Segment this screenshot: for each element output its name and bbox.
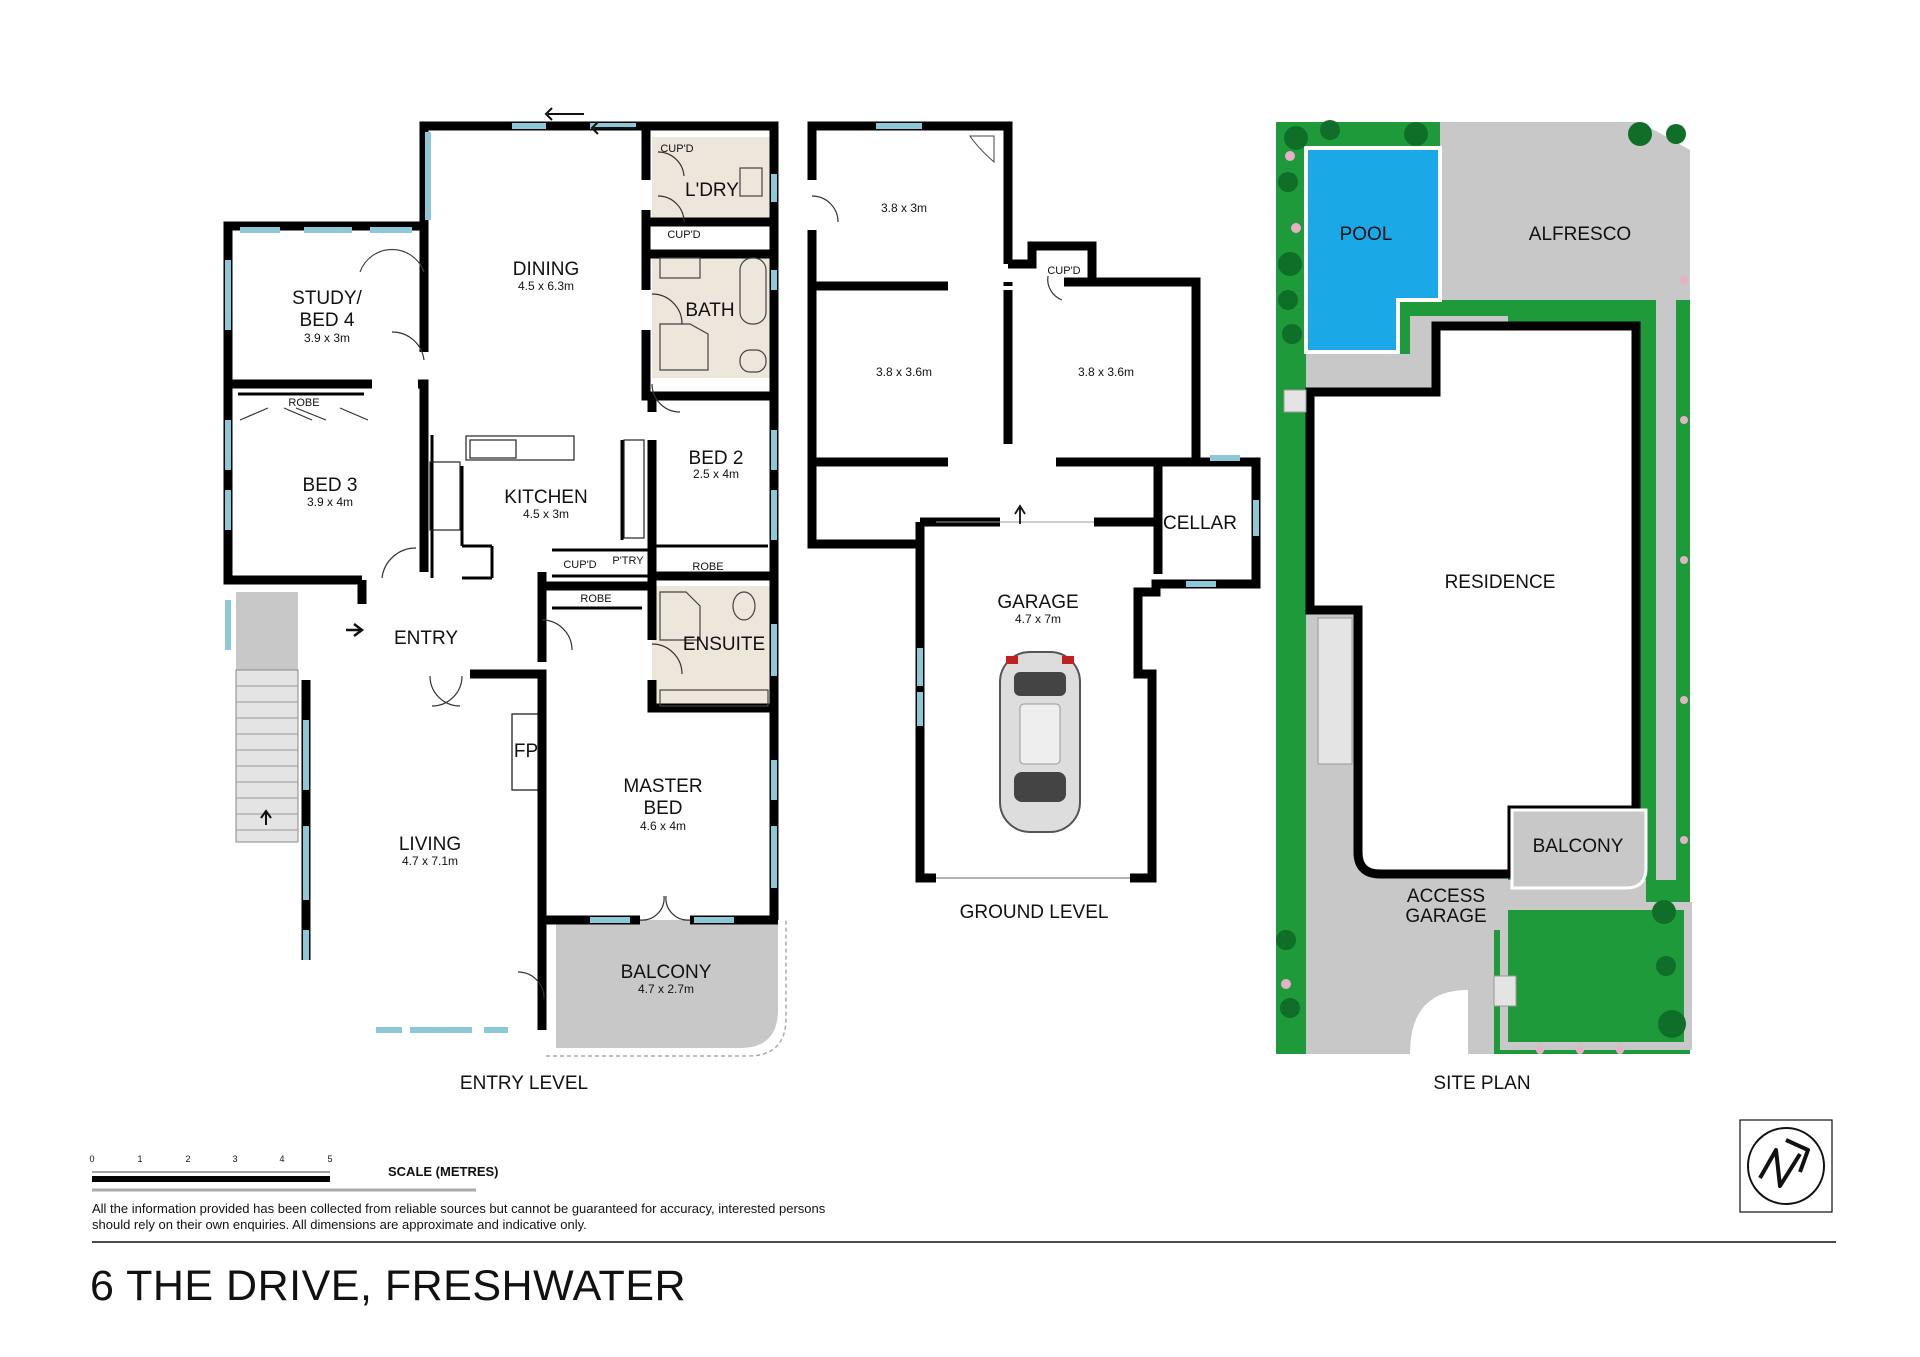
garden-shrubs (1276, 120, 1686, 1038)
lawn-steps (1493, 975, 1517, 1007)
entry-label: ENTRY (394, 628, 458, 649)
site-steps (1283, 389, 1307, 413)
pool-surround (1306, 354, 1426, 390)
slide-left-arrow-icon (544, 107, 584, 121)
ground-level-plan: 3.8 x 3m 3.8 x 3.6m 3.8 x 3.6m CUP'D CEL… (807, 121, 1261, 923)
slide-right-arrow-icon (590, 121, 636, 135)
site-balcony (1510, 808, 1648, 890)
access-garage-label-line2: GARAGE (1405, 906, 1486, 927)
alfresco-label: ALFRESCO (1529, 224, 1631, 245)
side-path (1440, 122, 1676, 880)
stair-up-arrow-icon (260, 809, 272, 825)
site-balcony-label: BALCONY (1533, 836, 1624, 857)
cellar-label: CELLAR (1163, 513, 1237, 534)
master-robe-label: ROBE (580, 593, 611, 605)
scale-tick-3: 3 (232, 1154, 237, 1164)
living-label: LIVING (399, 834, 461, 855)
bed3-label: BED 3 (303, 475, 358, 496)
scale-tick-5: 5 (327, 1154, 332, 1164)
bed2-dimensions: 2.5 x 4m (693, 467, 739, 481)
pool (1304, 146, 1442, 354)
disclaimer-text: All the information provided has been co… (92, 1201, 826, 1232)
ground-room3-dimensions: 3.8 x 3.6m (1078, 365, 1134, 379)
car-icon (999, 651, 1081, 833)
ground-spiral-stair (969, 135, 995, 164)
north-arrow-icon (1739, 1119, 1833, 1213)
master-dimensions: 4.6 x 4m (640, 819, 686, 833)
entry-level-plan: DINING 4.5 x 6.3m STUDY/ BED 4 3.9 x 3m … (223, 107, 787, 1094)
garden-flowers (1281, 151, 1688, 1054)
laundry-cupboard-label-top: CUP'D (660, 143, 693, 155)
site-plan-caption: SITE PLAN (1433, 1073, 1530, 1094)
ground-door-swing (811, 195, 839, 223)
ground-cupboard-label: CUP'D (1047, 265, 1080, 277)
garage-access-curve (1410, 990, 1468, 1054)
ground-room1-dimensions: 3.8 x 3m (881, 201, 927, 215)
fireplace-box (511, 713, 539, 791)
dining-label: DINING (513, 259, 580, 280)
scale-label: SCALE (METRES) (388, 1164, 499, 1179)
garage-entry-arrow-icon (1014, 504, 1026, 524)
scale-tick-0: 0 (89, 1154, 94, 1164)
entry-landing (236, 592, 298, 670)
ensuite-label: ENSUITE (683, 634, 765, 655)
cupd-door-swing (1047, 275, 1063, 301)
entry-level-partitions (238, 392, 768, 610)
lower-lawn (1500, 902, 1692, 1050)
study-stair-spiral (359, 248, 425, 273)
kitchen-dimensions: 4.5 x 3m (523, 507, 569, 521)
balcony-edge (546, 920, 787, 1057)
bed3-robe-label: ROBE (288, 397, 319, 409)
laundry-floor (652, 137, 770, 223)
site-plan: POOL ALFRESCO RESIDENCE BALCONY ACCESS G… (1276, 120, 1692, 1094)
laundry-label: L'DRY (685, 180, 739, 201)
balcony-dimensions: 4.7 x 2.7m (638, 982, 694, 996)
entry-level-windows (225, 123, 777, 1033)
residence-label: RESIDENCE (1445, 572, 1556, 593)
kitchen-cupboard-label: CUP'D (563, 559, 596, 571)
balcony-label: BALCONY (621, 962, 712, 983)
ground-level-caption: GROUND LEVEL (960, 902, 1109, 923)
scale-tick-2: 2 (185, 1154, 190, 1164)
master-label-line2: BED (643, 798, 682, 819)
access-garage-label-line1: ACCESS (1407, 886, 1485, 907)
entry-level-doors (239, 151, 691, 999)
study-dimensions: 3.9 x 3m (304, 331, 350, 345)
garage-label: GARAGE (997, 592, 1078, 613)
garage-dimensions: 4.7 x 7m (1015, 612, 1061, 626)
wet-area-fixtures (659, 167, 769, 707)
ground-level-windows (876, 123, 1259, 726)
living-dimensions: 4.7 x 7.1m (402, 854, 458, 868)
entry-door-arrow-icon (346, 623, 365, 637)
entry-level-caption: ENTRY LEVEL (460, 1073, 588, 1094)
study-label-line1: STUDY/ (292, 288, 362, 309)
bath-label: BATH (685, 300, 734, 321)
kitchen-counters (429, 435, 645, 539)
kitchen-label: KITCHEN (504, 487, 587, 508)
site-stairs (1317, 617, 1353, 765)
laundry-cupboard-label-bottom: CUP'D (667, 229, 700, 241)
fireplace-label: FP (514, 741, 538, 762)
pantry-label: P'TRY (612, 555, 644, 567)
bed2-label: BED 2 (689, 448, 744, 469)
ground-level-walls (807, 121, 1261, 883)
bed2-robe-label: ROBE (692, 561, 723, 573)
study-label-line2: BED 4 (300, 310, 355, 331)
bed3-dimensions: 3.9 x 4m (307, 495, 353, 509)
ground-room2-dimensions: 3.8 x 3.6m (876, 365, 932, 379)
property-address-title: 6 THE DRIVE, FRESHWATER (90, 1262, 687, 1310)
scale-bar: 0 1 2 3 4 5 SCALE (METRES) (89, 1154, 499, 1192)
ensuite-floor (652, 586, 770, 708)
scale-tick-4: 4 (279, 1154, 284, 1164)
residence-outline (1305, 321, 1641, 879)
pool-label: POOL (1340, 224, 1393, 245)
bath-floor (652, 254, 770, 378)
master-label-line1: MASTER (623, 776, 702, 797)
dining-dimensions: 4.5 x 6.3m (518, 279, 574, 293)
entry-balcony-floor (556, 920, 778, 1048)
scale-tick-1: 1 (137, 1154, 142, 1164)
